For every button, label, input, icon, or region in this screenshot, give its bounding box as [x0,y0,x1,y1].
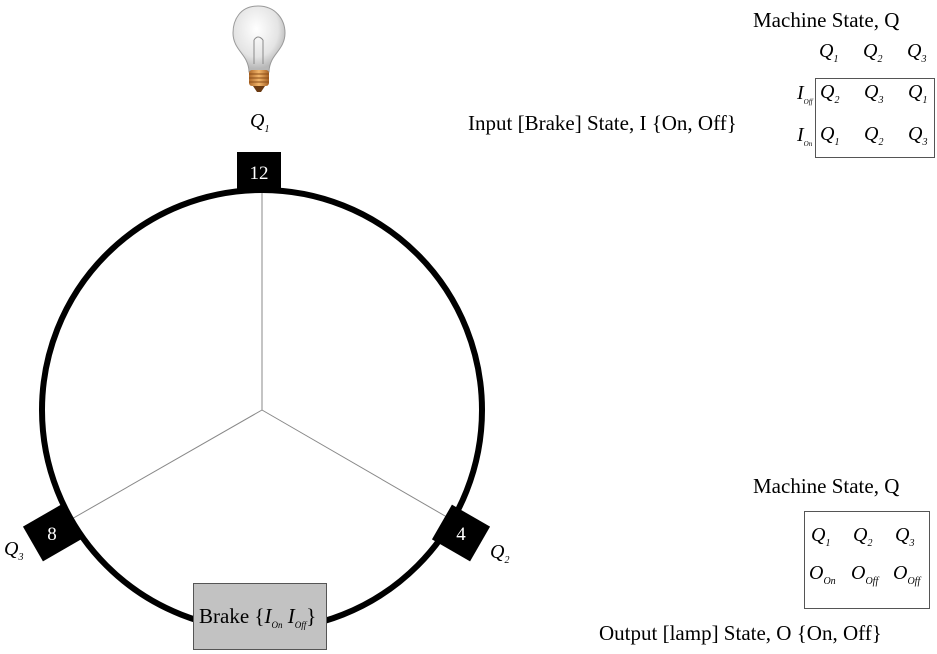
spoke-left [69,409,263,521]
table-cell: Q2 [820,81,840,106]
table-cell: Q3 [895,524,915,549]
brake-label: Brake {IOn IOff} [199,604,317,631]
table-cell: Q1 [811,524,831,549]
state-label-q2: Q2 [490,541,510,566]
table-cell: Q3 [864,81,884,106]
light-bulb-icon [232,5,286,92]
col-header: Q1 [819,40,839,65]
table-cell: Q2 [864,123,884,148]
transition-grid: Q2 Q3 Q1 Q1 Q2 Q3 [815,78,935,158]
row-header: IOn [797,124,813,148]
marker-right-label: 4 [456,524,466,545]
table-cell: OOn [809,562,836,587]
table-cell: Q1 [908,81,928,106]
output-grid: Q1 Q2 Q3 OOn OOff OOff [804,511,930,609]
table-cell: Q2 [853,524,873,549]
input-state-label: Input [Brake] State, I {On, Off} [468,111,737,135]
row-header: IOff [797,82,813,106]
table-cell: OOff [851,562,879,587]
table-cell: Q1 [820,123,840,148]
marker-left-label: 8 [47,524,57,545]
table-cell: Q3 [908,123,928,148]
marker-right: 4 [431,504,491,562]
state-label-q3: Q3 [4,538,24,563]
spoke-right [261,409,453,521]
marker-top-label: 12 [250,163,269,184]
col-header: Q3 [907,40,927,65]
marker-left: 8 [22,504,82,562]
marker-top [237,152,281,192]
transition-table-title: Machine State, Q [753,8,900,32]
output-state-label: Output [lamp] State, O {On, Off} [599,621,882,645]
state-label-q1: Q1 [250,110,270,135]
col-header: Q2 [863,40,883,65]
brake-box: Brake {IOn IOff} [193,583,327,650]
transition-table: Q1 Q2 Q3 IOff IOn Q2 Q3 Q1 Q1 Q2 Q3 [785,36,935,158]
table-cell: OOff [893,562,921,587]
output-table-title: Machine State, Q [753,474,900,498]
